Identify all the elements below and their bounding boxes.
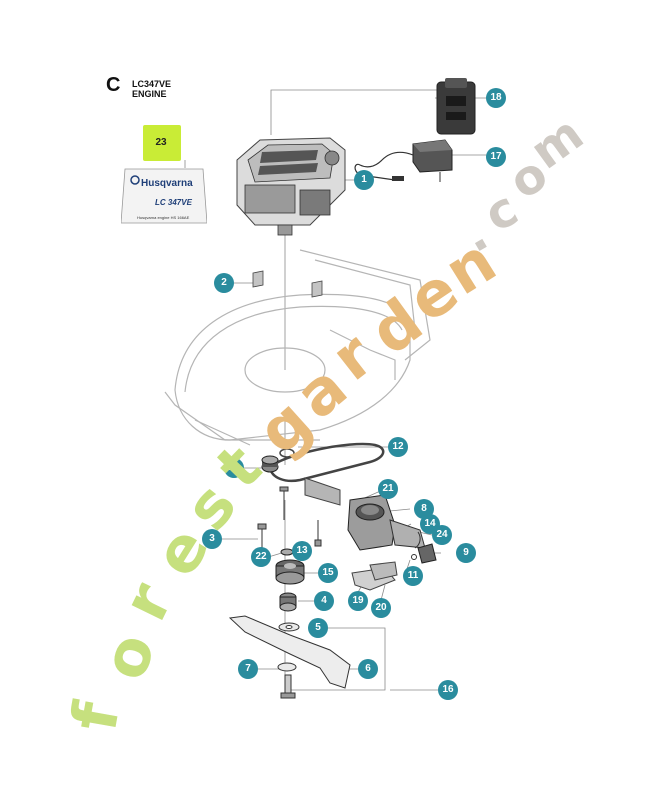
sticker-model: LC 347VE bbox=[155, 198, 192, 207]
label-sticker-shape bbox=[121, 168, 207, 224]
callout-16[interactable]: 16 bbox=[438, 680, 458, 700]
callout-19[interactable]: 19 bbox=[348, 591, 368, 611]
callout-23[interactable]: 23 bbox=[155, 137, 167, 148]
washer-top bbox=[279, 448, 295, 458]
bolt-16 bbox=[280, 674, 296, 699]
callout-3[interactable]: 3 bbox=[202, 529, 222, 549]
charger bbox=[354, 139, 453, 182]
bracket-plate bbox=[351, 561, 398, 591]
blade-adapter bbox=[275, 559, 305, 585]
callout-17[interactable]: 17 bbox=[486, 147, 506, 167]
callout-21[interactable]: 21 bbox=[378, 479, 398, 499]
small-washer bbox=[411, 554, 417, 560]
callout-22[interactable]: 22 bbox=[251, 547, 271, 567]
callout-9[interactable]: 9 bbox=[456, 543, 476, 563]
husqvarna-logo-icon bbox=[130, 175, 140, 185]
washer-5-hole bbox=[285, 625, 293, 629]
callout-15[interactable]: 15 bbox=[318, 563, 338, 583]
callout-7[interactable]: 7 bbox=[238, 659, 258, 679]
clip bbox=[414, 531, 421, 549]
callout-18[interactable]: 18 bbox=[486, 88, 506, 108]
callout-13[interactable]: 13 bbox=[292, 541, 312, 561]
pulley-10 bbox=[261, 455, 279, 473]
callout-10[interactable]: 10 bbox=[224, 458, 244, 478]
highlight-23 bbox=[143, 125, 181, 161]
label-sticker: Husqvarna LC 347VE Husqvarna engine HS 1… bbox=[121, 167, 207, 225]
battery bbox=[436, 78, 476, 135]
section-title: LC347VE ENGINE bbox=[132, 79, 171, 99]
section-subtitle: ENGINE bbox=[132, 89, 167, 99]
gearbox bbox=[304, 477, 426, 551]
leader-lines bbox=[184, 89, 488, 691]
callout-6[interactable]: 6 bbox=[358, 659, 378, 679]
washer-7 bbox=[277, 662, 297, 672]
callout-12[interactable]: 12 bbox=[388, 437, 408, 457]
callout-5[interactable]: 5 bbox=[308, 618, 328, 638]
bolts bbox=[257, 486, 322, 548]
belt bbox=[268, 442, 385, 483]
part-2-brackets bbox=[252, 270, 323, 298]
callout-24[interactable]: 24 bbox=[432, 525, 452, 545]
callout-11[interactable]: 11 bbox=[403, 566, 423, 586]
callout-20[interactable]: 20 bbox=[371, 598, 391, 618]
section-model: LC347VE bbox=[132, 79, 172, 89]
mower-deck bbox=[164, 249, 431, 446]
sticker-engine-text: Husqvarna engine HS 166AE bbox=[137, 215, 190, 220]
part-4-hub bbox=[279, 592, 297, 612]
callout-4[interactable]: 4 bbox=[314, 591, 334, 611]
wheel-gear bbox=[417, 543, 437, 564]
callout-1[interactable]: 1 bbox=[354, 170, 374, 190]
sticker-brand: Husqvarna bbox=[141, 178, 193, 189]
section-letter: C bbox=[106, 74, 121, 96]
callout-2[interactable]: 2 bbox=[214, 273, 234, 293]
engine bbox=[236, 137, 346, 236]
blade bbox=[228, 615, 351, 689]
